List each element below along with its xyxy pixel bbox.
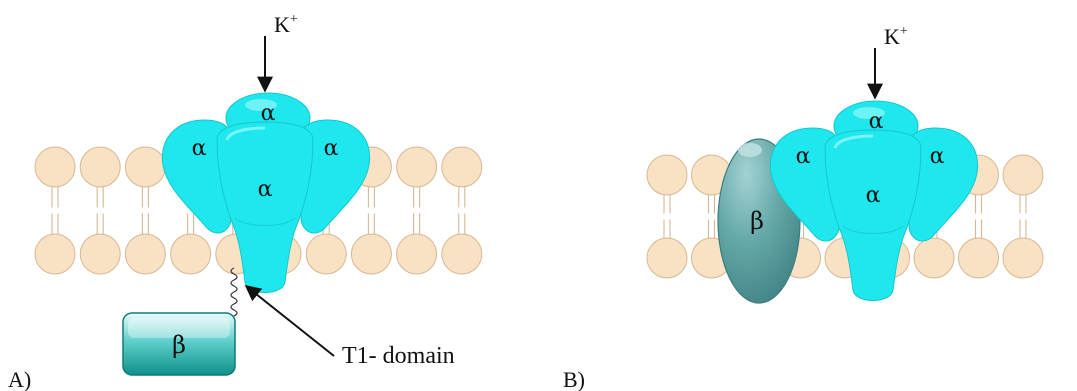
alpha-label-right-a: α	[324, 136, 339, 161]
lipid-head-top-b-8	[1002, 154, 1044, 196]
alpha-label-front-b: α	[866, 183, 881, 208]
alpha-subunit-front-a	[216, 121, 314, 293]
alpha-label-left-b: α	[796, 144, 811, 169]
lipid-head-bottom-a-8	[396, 233, 438, 275]
lipid-tail-b-1	[707, 193, 716, 240]
lipid-head-bottom-b-6	[913, 237, 955, 279]
lipid-head-bottom-a-2	[124, 233, 166, 275]
panel-b: β K+ α α α α B)	[563, 24, 1044, 391]
lipid-tail-a-2	[141, 185, 149, 236]
lipid-head-bottom-a-1	[79, 233, 121, 275]
alpha-label-back-b: α	[869, 109, 884, 134]
t1-arrow	[244, 285, 335, 357]
potassium-ion-a: K+	[257, 12, 298, 93]
ion-label-b: K+	[884, 24, 908, 49]
beta-label-b: β	[750, 207, 764, 235]
lipid-head-top-a-1	[79, 146, 121, 188]
lipid-head-top-a-9	[441, 146, 483, 188]
alpha-label-left-a: α	[192, 136, 207, 161]
lipid-head-bottom-b-8	[1002, 237, 1044, 279]
lipid-head-bottom-a-3	[170, 233, 212, 275]
lipid-head-top-b-0	[646, 154, 688, 196]
lipid-head-bottom-a-9	[441, 233, 483, 275]
lipid-head-top-a-0	[34, 146, 76, 188]
t1-domain-annotation: T1- domain	[244, 285, 455, 369]
alpha-label-right-b: α	[930, 144, 945, 169]
lipid-head-bottom-a-6	[305, 233, 347, 275]
alpha-subunit-front-b	[824, 129, 922, 301]
lipid-head-bottom-b-7	[958, 237, 999, 279]
lipid-tail-b-0	[663, 193, 671, 240]
alpha-tetramer-b: α α α α	[769, 100, 979, 301]
t1-domain-label: T1- domain	[342, 343, 455, 369]
alpha-label-back-a: α	[261, 101, 276, 126]
beta-label-a: β	[172, 331, 186, 359]
lipid-tail-b-7	[974, 193, 983, 240]
ion-label-a: K+	[274, 12, 298, 37]
lipid-tail-a-8	[413, 185, 421, 236]
lipid-tail-a-0	[51, 185, 59, 236]
lipid-head-top-a-8	[396, 146, 438, 188]
panel-label-a: A)	[8, 367, 31, 391]
t1-linker	[230, 267, 238, 323]
panel-label-b: B)	[563, 367, 585, 391]
potassium-ion-b: K+	[867, 24, 908, 100]
panel-a: K+ α α α α β T1- domain A)	[8, 12, 483, 391]
lipid-head-bottom-a-0	[34, 233, 76, 275]
lipid-tail-a-9	[458, 185, 466, 236]
lipid-tail-b-8	[1019, 193, 1027, 240]
alpha-label-front-a: α	[258, 177, 273, 202]
lipid-head-bottom-a-7	[350, 233, 392, 275]
alpha-tetramer-a: α α α α	[161, 92, 371, 293]
lipid-head-bottom-b-0	[646, 237, 688, 279]
lipid-tail-a-7	[367, 185, 375, 236]
beta-subunit-box: β	[122, 312, 236, 376]
lipid-tail-a-1	[96, 185, 104, 236]
lipid-head-top-a-2	[124, 146, 166, 188]
